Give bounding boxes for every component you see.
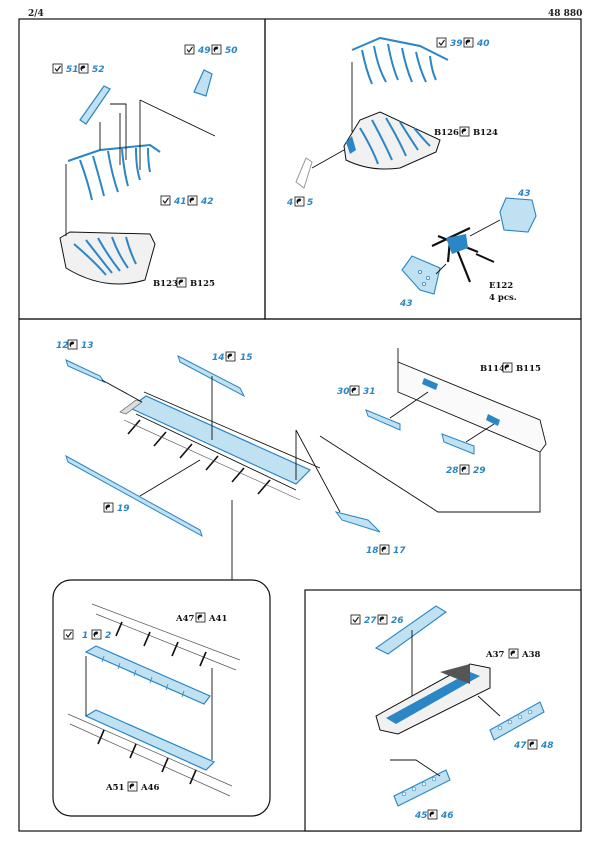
label-5: 5 xyxy=(307,198,313,208)
etch-strip-12 xyxy=(65,359,106,384)
label-19: 19 xyxy=(117,504,130,514)
etch-part-30 xyxy=(365,409,401,431)
label-41: 41 xyxy=(173,197,187,207)
panel-2: 39 40 B126 B124 4 5 43 43 E122 4 pcs. xyxy=(286,36,537,309)
etch-strip-51 xyxy=(79,85,111,125)
panel-1: 51 52 49 50 41 42 B123 B125 xyxy=(52,44,238,289)
panel-4: A47 A41 1 2 A51 A46 xyxy=(63,603,241,797)
label-1: 1 xyxy=(82,631,88,641)
label-31: 31 xyxy=(363,387,376,397)
label-50: 50 xyxy=(225,46,238,56)
label-b126: B126 xyxy=(434,128,459,138)
etch-strip-14 xyxy=(177,354,246,398)
label-b115: B115 xyxy=(516,364,541,374)
part-4 xyxy=(295,157,313,189)
rail-lower xyxy=(84,709,216,771)
etch-panel-43 xyxy=(499,197,537,233)
rail-assembly xyxy=(119,391,321,501)
part-b114 xyxy=(397,348,547,453)
label-43-top: 43 xyxy=(517,189,531,199)
label-39: 39 xyxy=(450,39,463,49)
label-42: 42 xyxy=(200,197,214,207)
label-a37: A37 xyxy=(485,650,505,660)
label-49: 49 xyxy=(197,46,211,56)
label-28: 28 xyxy=(446,466,459,476)
etch-frame-39 xyxy=(351,36,449,85)
label-13: 13 xyxy=(81,341,94,351)
label-a38: A38 xyxy=(521,650,541,660)
part-b126 xyxy=(343,111,441,170)
etch-plate-43 xyxy=(401,255,441,295)
label-b125: B125 xyxy=(190,279,215,289)
label-e122: E122 xyxy=(489,281,513,291)
part-b123 xyxy=(59,231,156,285)
label-a46: A46 xyxy=(140,783,160,793)
panel-3: 12 13 14 15 B114 B115 30 31 28 29 19 18 … xyxy=(56,339,547,580)
etch-strip-1 xyxy=(84,645,211,705)
label-a51: A51 xyxy=(105,783,125,793)
label-29: 29 xyxy=(473,466,486,476)
label-51: 51 xyxy=(66,65,79,75)
label-b123: B123 xyxy=(153,279,178,289)
label-46: 46 xyxy=(440,811,454,821)
label-15: 15 xyxy=(240,353,253,363)
label-12: 12 xyxy=(56,341,69,351)
label-27: 27 xyxy=(364,616,377,626)
kit-code: 48 880 xyxy=(548,9,583,19)
label-b114: B114 xyxy=(480,364,505,374)
etch-frame-41 xyxy=(67,143,161,201)
etch-strip-27 xyxy=(374,605,447,655)
etch-strip-18 xyxy=(334,511,381,533)
label-48: 48 xyxy=(540,741,554,751)
label-14: 14 xyxy=(212,353,225,363)
page-number: 2/4 xyxy=(28,9,44,19)
label-a47: A47 xyxy=(175,614,195,624)
label-4: 4 xyxy=(286,198,293,208)
label-17: 17 xyxy=(393,546,406,556)
label-45: 45 xyxy=(414,811,428,821)
label-40: 40 xyxy=(476,39,490,49)
label-b124: B124 xyxy=(473,128,498,138)
etch-strip-19 xyxy=(65,454,203,538)
etch-part-49 xyxy=(193,69,213,97)
label-26: 26 xyxy=(391,616,404,626)
label-4pcs: 4 pcs. xyxy=(489,293,517,303)
label-a41: A41 xyxy=(208,614,228,624)
label-43-bottom: 43 xyxy=(399,299,413,309)
etch-part-28 xyxy=(441,433,475,455)
label-47: 47 xyxy=(513,741,527,751)
label-2: 2 xyxy=(105,631,111,641)
label-30: 30 xyxy=(337,387,350,397)
label-18: 18 xyxy=(366,546,379,556)
label-52: 52 xyxy=(92,65,105,75)
panel-5: 27 26 A37 A38 47 48 45 46 xyxy=(350,605,554,821)
part-e122 xyxy=(431,227,495,283)
